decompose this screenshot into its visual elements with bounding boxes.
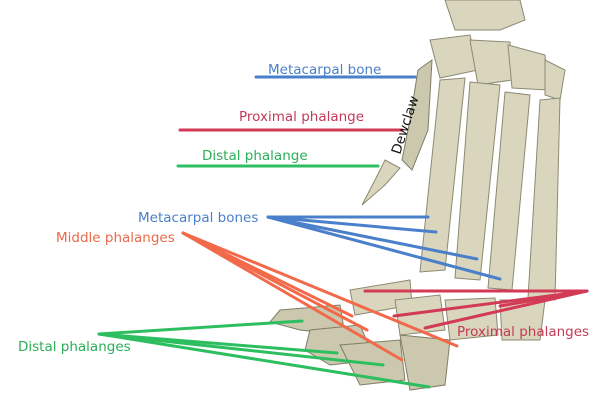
distal-phalanges-leaders [97,319,431,389]
label-distal-phalanges: Distal phalanges [18,339,131,355]
label-middle-phalanges: Middle phalanges [56,230,175,246]
middle-phalanges-leaders [181,231,459,362]
label-metacarpal-bones: Metacarpal bones [138,210,258,226]
label-proximal-phalanges: Proximal phalanges [457,324,589,340]
metacarpal-bones-leaders [266,215,502,281]
label-metacarpal-bone: Metacarpal bone [268,62,381,78]
proximal-phalanges-leaders [363,289,589,330]
label-proximal-phalange: Proximal phalange [239,109,364,125]
label-distal-phalange: Distal phalange [202,148,308,164]
metacarpal-bones [401,58,561,301]
dewclaw-claw [361,159,401,206]
